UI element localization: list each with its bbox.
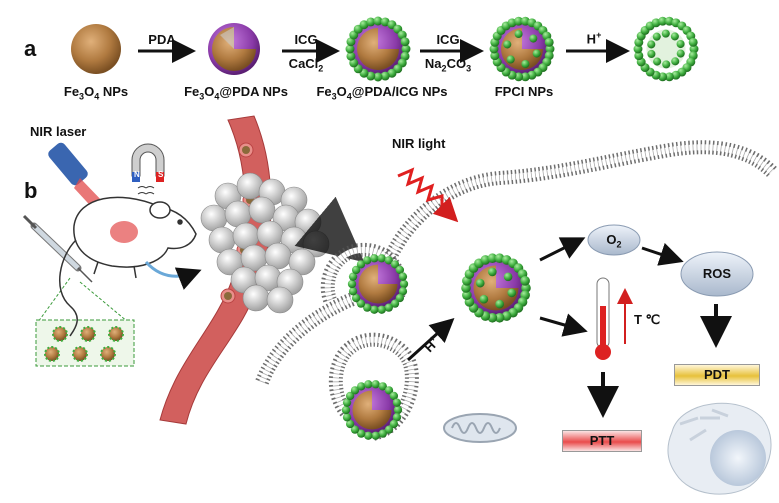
panel-a-label: a (24, 36, 37, 61)
membrane-particle (347, 254, 409, 314)
tumor-site (110, 221, 138, 243)
magnet-s-label: S (158, 170, 164, 179)
tumor-cell-cluster (200, 172, 330, 314)
o2-label: O2 (606, 232, 622, 250)
fe3o4-pda-icg-label: Fe3O4@PDA/ICG NPs (316, 84, 448, 102)
syringe-zoom-line (37, 277, 71, 323)
pdt-bar: PDT (674, 364, 760, 386)
nir-light-label: NIR light (392, 136, 446, 151)
ptt-bar: PTT (562, 430, 642, 452)
fpci-label: FPCI NPs (494, 84, 554, 99)
pda-icg-particle (345, 16, 411, 82)
mitochondrion-icon (443, 413, 517, 443)
magnet-n-label: N (134, 170, 140, 179)
temperature-label: T ℃ (634, 312, 661, 327)
arrow-o2-ros (641, 242, 684, 266)
released-particle (461, 253, 531, 323)
syringe-zoom-line (79, 281, 129, 323)
pda-coated-particle (208, 23, 260, 75)
damaged-cell-icon (667, 402, 772, 495)
arrow-h-plus-release (406, 317, 455, 362)
fpci-particle (489, 16, 555, 82)
injected-particles (44, 326, 124, 362)
fe3o4-pda-label: Fe3O4@PDA NPs (184, 84, 288, 102)
arrow-to-heat (539, 313, 588, 337)
arrow-h-plus-label: H+ (586, 30, 602, 47)
arrow-cacl2-label: CaCl2 (288, 56, 324, 74)
ros-bubble (680, 251, 754, 297)
endosome-particle (341, 380, 403, 440)
circulation-arrow (144, 260, 202, 290)
arrow-na2co3-label: Na2CO3 (424, 56, 472, 74)
o2-bubble (587, 224, 641, 256)
nir-laser-label: NIR laser (30, 124, 87, 139)
arrow-icg-label-2: ICG (436, 32, 460, 47)
syringe-icon (22, 214, 93, 283)
magnet-icon (131, 143, 165, 195)
fe3o4-core-particle (71, 24, 121, 74)
arrow-pda-label: PDA (148, 32, 176, 47)
panel-b-label: b (24, 178, 38, 203)
arrow-icg-label: ICG (294, 32, 318, 47)
nir-light-wave (397, 167, 459, 223)
released-icg-particle (633, 16, 699, 82)
thermometer-icon (595, 277, 611, 360)
arrow-to-o2 (539, 237, 586, 262)
fe3o4-label: Fe3O4 NPs (63, 84, 129, 102)
ros-label: ROS (702, 266, 732, 281)
